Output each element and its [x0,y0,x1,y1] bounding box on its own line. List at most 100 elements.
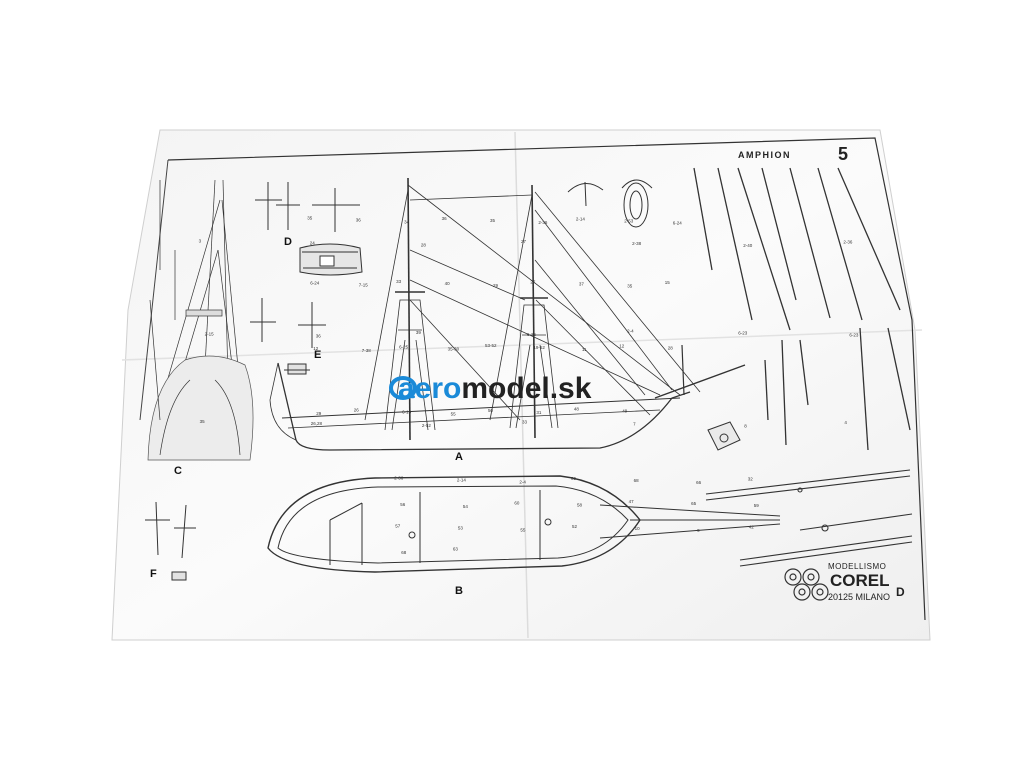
callout-number: 6-13 [402,410,412,415]
callout-number: 65 [691,501,697,506]
boom-detail [705,469,913,567]
callout-number: 49 [622,409,628,414]
publisher-logo: MODELLISMO COREL 20125 MILANO [784,562,890,602]
callout-number: 6-23 [849,333,859,338]
watermark-swoosh-icon [389,376,417,400]
sheet-number: 5 [838,144,848,164]
callout-number: 29 [316,411,322,416]
view-c-drawing [147,179,254,461]
callout-number: 2-36 [394,475,404,480]
callout-number: 2-14 [457,477,467,482]
callout-number: 27 [530,280,536,285]
callout-number: 11 [582,347,587,352]
callout-number: 63 [453,547,459,552]
fittings-detail [567,179,741,451]
callout-number: 53-52 [485,343,497,348]
callout-number: 27 [521,239,527,244]
callout-number: 40 [445,281,451,286]
callout-number: 6-25 [527,332,537,337]
callout-number: 31 [536,410,542,415]
callout-number: 52 [572,524,578,529]
callout-number: 53 [458,525,464,530]
callout-number: 54 [463,504,469,509]
callout-number: 2-14 [576,216,586,221]
callout-number: 37 [579,282,585,287]
callout-number: 29 [493,283,499,288]
callouts-ship: 35 36 34 36 35 2-36 2-14 2-53 6-24 6-24 7-15 33 40 29… [307,215,682,416]
callout-number: 59 [754,503,760,508]
view-label-c: C [174,465,182,477]
publisher-name: COREL [830,571,890,590]
callout-number: 42 [749,524,755,529]
callout-number: 50 [488,408,494,413]
callout-number: 6-24 [673,220,683,225]
callout-number: 26,28 [311,421,323,426]
callout-number: 60 [514,501,520,506]
callout-number: 34 [404,219,410,224]
view-label-a: A [455,451,463,463]
callout-number: 24 [310,241,316,246]
callout-number: 35 [200,419,206,424]
watermark: aeromodel.sk [389,372,592,405]
callout-number: 6-23 [738,331,748,336]
view-e-drawing [250,298,326,375]
callout-number: 2-52 [422,423,432,428]
callout-number: 7 [633,422,636,427]
callout-number: 35 [490,218,496,223]
callout-number: 2-38 [632,241,642,246]
callout-number: 2-4 [519,479,526,484]
logo-gears-icon [784,568,829,601]
callout-number: 12 [619,343,625,348]
callout-number: 19-52 [533,345,545,350]
callout-number: 26 [354,408,360,413]
view-f-drawing [145,501,196,581]
callout-number: 36 [316,334,322,339]
spars-detail [693,167,911,451]
callout-number: 36 [356,217,362,222]
svg-text:D: D [896,585,905,599]
callout-number: 9 [697,528,700,533]
callout-number: 7-15 [359,283,369,288]
callout-number: 2-36 [538,220,548,225]
view-label-e: E [314,349,321,361]
callout-number: 56 [400,502,406,507]
drawing-border [167,137,926,621]
callout-number: 6-24 [310,281,320,286]
publisher-address: 20125 MILANO [828,592,890,602]
callout-number: 2-40 [743,243,753,248]
publisher-line1: MODELLISMO [828,562,886,571]
callout-number: 3 [199,239,202,244]
callout-number: 48 [574,407,580,412]
callout-number: 55 [520,527,526,532]
callout-number: 66 [696,480,702,485]
callout-number: 35 [627,284,633,289]
callout-number: 35 [307,215,313,220]
svg-text:aeromodel.sk: aeromodel.sk [398,372,592,405]
callout-number: 2-4 [627,329,634,334]
callout-number: 10 [635,526,641,531]
callout-number: 4 [844,420,847,425]
callout-number: 28 [421,243,427,248]
callout-number: 58 [577,503,583,508]
watermark-brand-suffix: model.sk [461,372,591,405]
callout-number: 33 [522,420,528,425]
callout-number: 69 [571,476,577,481]
view-label-f: F [150,568,157,580]
callout-number: 47 [629,499,635,504]
callout-number: 8 [744,424,747,429]
callout-number: 7-38 [362,348,372,353]
callout-number: 55 [451,412,457,417]
callout-number: 2-15 [205,332,215,337]
callout-number: 6-25 [399,344,409,349]
callout-number: 28 [668,345,674,350]
callout-number: 15 [665,280,671,285]
callout-number: 33 [396,279,402,284]
callout-number: 68 [401,550,407,555]
sheet-title: AMPHION [738,150,791,160]
fold-crease-horizontal [121,329,923,361]
callout-number: 2-53 [624,218,634,223]
callout-number: 35-30 [448,346,460,351]
